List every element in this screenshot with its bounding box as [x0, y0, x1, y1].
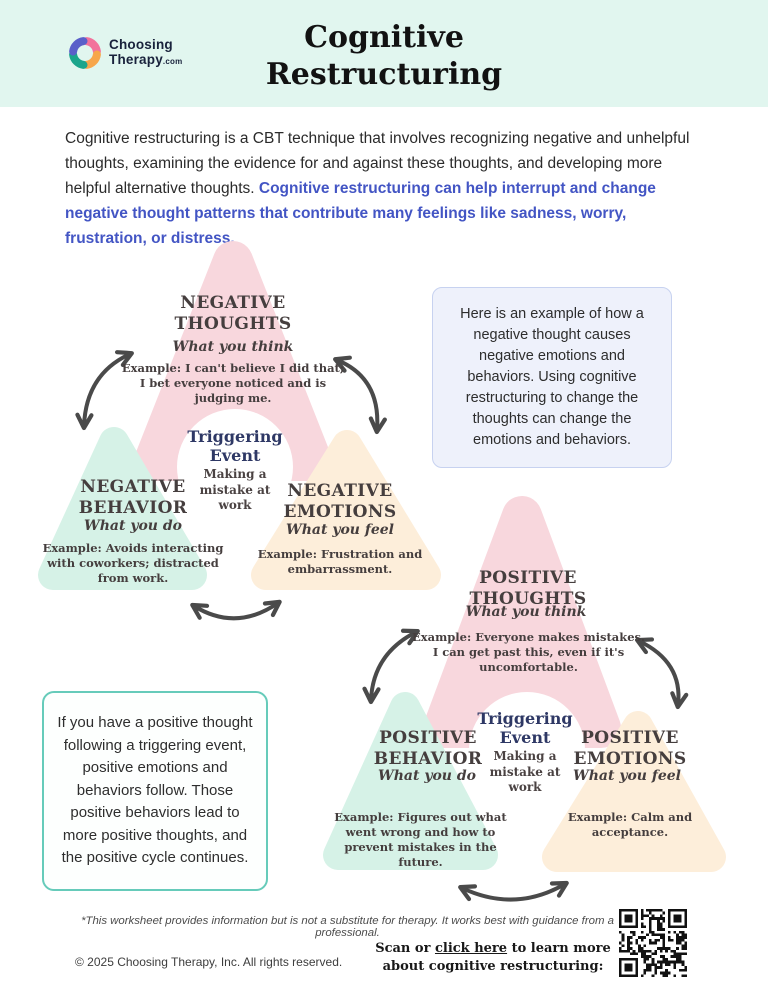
page-title: Cognitive Restructuring [265, 20, 503, 92]
intro-text-blue: Cognitive restructuring can help interru… [65, 180, 656, 248]
negative-behavior-subtitle: What you do [84, 518, 182, 534]
positive-behavior-subtitle: What you do [378, 768, 476, 784]
intro-text-black: Cognitive restructuring is a CBT techniq… [65, 130, 690, 198]
triggering-event-desc-negative: Making a mistake at work [199, 467, 271, 513]
negative-emotions-title: NEGATIVE EMOTIONS [283, 481, 397, 522]
negative-emotions-subtitle: What you feel [286, 522, 394, 538]
peach-triangle-shape [251, 430, 441, 590]
negative-thoughts-example: Example: I can't believe I did that; I b… [121, 361, 345, 405]
negative-thoughts-subtitle: What you think [172, 339, 294, 355]
logo-line1: Choosing [109, 37, 173, 53]
negative-cycle-diagram: NEGATIVE THOUGHTS What you think Example… [28, 235, 448, 615]
scan-cta: Scan or click here to learn more about c… [372, 940, 614, 975]
logo-line2: Therapy [109, 52, 163, 67]
click-here-link[interactable]: click here [434, 941, 508, 956]
logo-icon [69, 37, 101, 69]
negative-cycle-shapes [38, 241, 441, 590]
logo-wordmark: Choosing Therapy.com [109, 38, 182, 67]
negative-behavior-title: NEGATIVE BEHAVIOR [78, 477, 188, 518]
header-strip [0, 0, 768, 107]
mint-triangle-shape [38, 427, 207, 590]
positive-note-box: If you have a positive thought following… [42, 691, 268, 891]
copyright-text: © 2025 Choosing Therapy, Inc. All rights… [75, 955, 343, 969]
positive-emotions-example: Example: Calm and acceptance. [567, 810, 693, 839]
negative-behavior-example: Example: Avoids interacting with coworke… [42, 541, 224, 585]
scan-text-suffix: to learn more about cognitive restructur… [382, 941, 611, 974]
qr-code-image [619, 909, 687, 977]
trigger-circle [469, 692, 585, 808]
positive-emotions-title: POSITIVE EMOTIONS [573, 728, 687, 769]
disclaimer-text: *This worksheet provides information but… [81, 915, 614, 939]
triggering-event-title-positive: Triggering Event [477, 709, 573, 747]
logo-tld: .com [162, 57, 183, 66]
negative-emotions-example: Example: Frustration and embarrassment. [257, 547, 423, 576]
trigger-circle [177, 409, 293, 525]
positive-cycle-diagram: POSITIVE THOUGHTS What you think Example… [315, 492, 735, 887]
positive-thoughts-title: POSITIVE THOUGHTS [469, 568, 587, 609]
choosing-therapy-logo: Choosing Therapy.com [68, 36, 182, 70]
positive-behavior-title: POSITIVE BEHAVIOR [373, 728, 483, 769]
intro-paragraph: Cognitive restructuring is a CBT techniq… [65, 126, 705, 252]
positive-emotions-subtitle: What you feel [573, 768, 681, 784]
qr-code [616, 906, 690, 980]
logo-line2-wrap: Therapy.com [109, 52, 183, 68]
positive-cycle-shapes [323, 496, 726, 872]
triggering-event-title-negative: Triggering Event [187, 427, 283, 465]
mint-triangle-shape [323, 692, 498, 870]
positive-thoughts-subtitle: What you think [465, 604, 587, 620]
scan-text-prefix: Scan or [375, 941, 435, 956]
example-note-box: Here is an example of how a negative tho… [432, 287, 672, 469]
positive-thoughts-example: Example: Everyone makes mistakes. I can … [412, 630, 645, 674]
positive-behavior-example: Example: Figures out what went wrong and… [334, 810, 507, 869]
negative-thoughts-title: NEGATIVE THOUGHTS [174, 293, 292, 334]
triggering-event-desc-positive: Making a mistake at work [489, 749, 561, 795]
peach-triangle-shape [542, 711, 726, 872]
